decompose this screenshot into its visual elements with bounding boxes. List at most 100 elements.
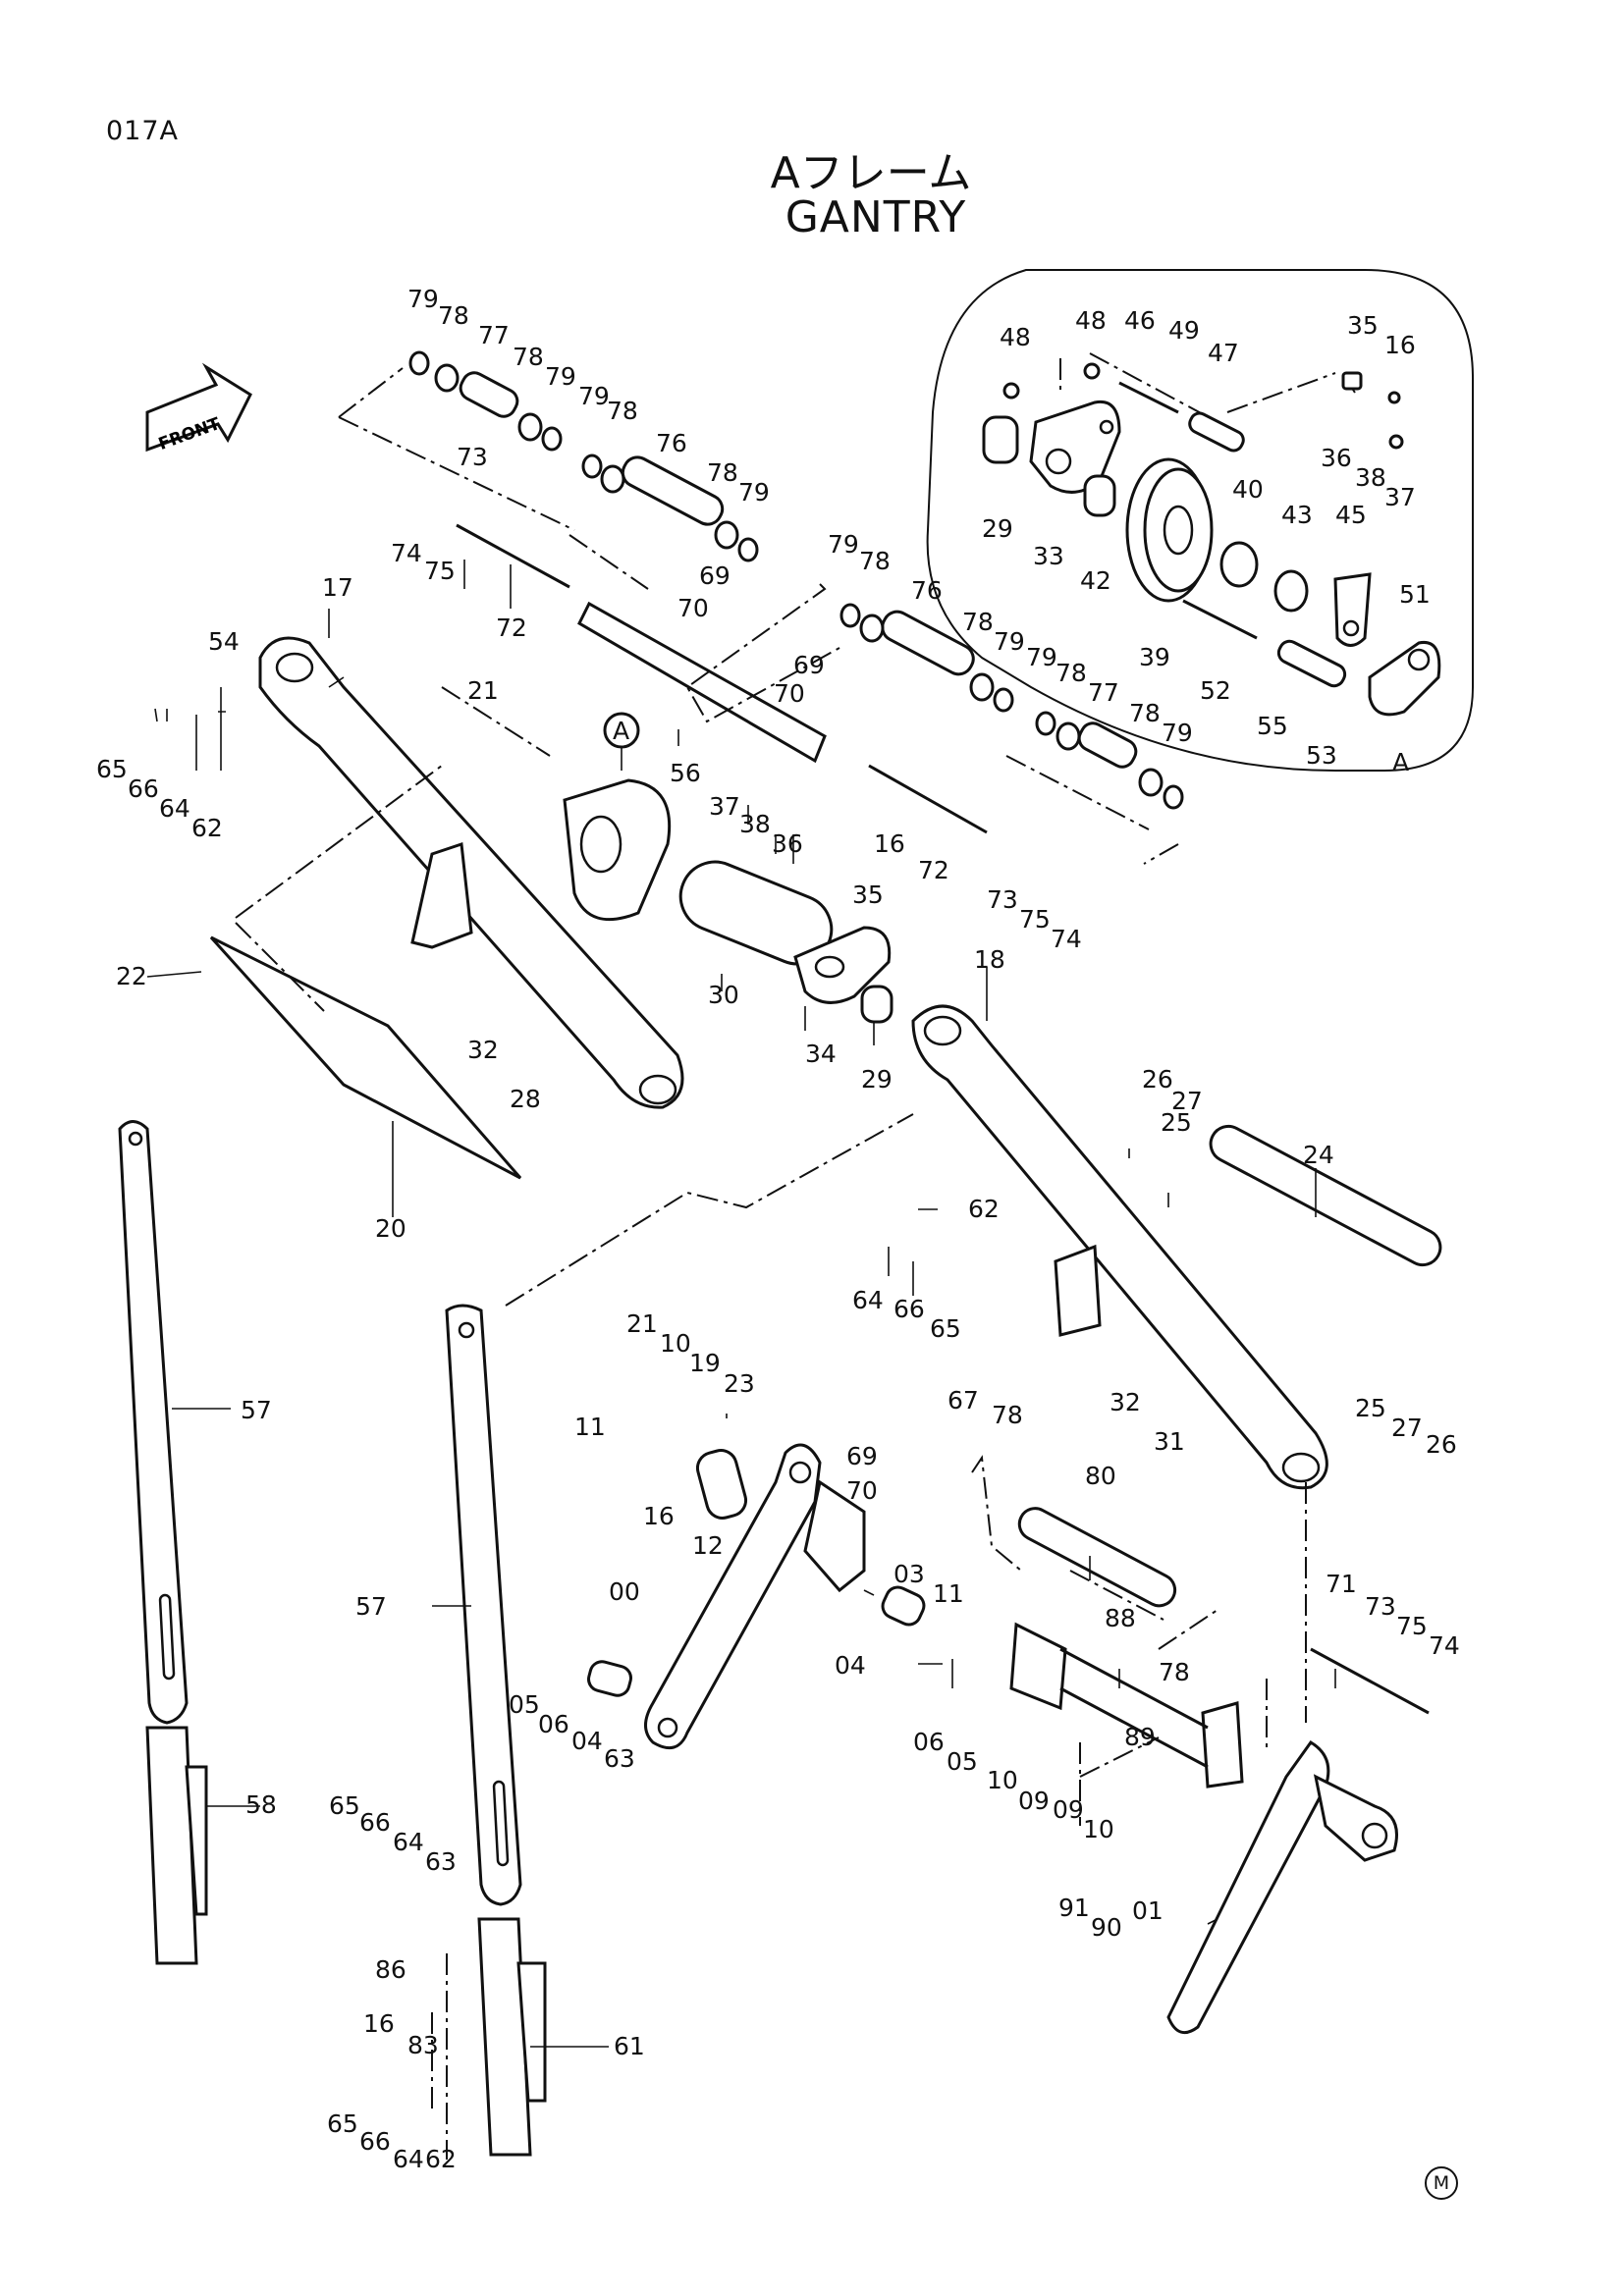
part-label: 78 xyxy=(1129,699,1161,727)
part-label: 53 xyxy=(1306,741,1337,770)
part-label: 31 xyxy=(1154,1427,1185,1456)
part-label: 40 xyxy=(1232,475,1264,504)
detail-a-label: A xyxy=(1392,748,1409,776)
pin-52 xyxy=(1182,599,1258,640)
part-label: 09 xyxy=(1053,1795,1084,1824)
vertical-links xyxy=(118,1120,547,2157)
part-label: 70 xyxy=(774,679,805,708)
part-label: 91 xyxy=(1058,1894,1090,1922)
bearing-43 xyxy=(1273,569,1309,613)
link-58 xyxy=(145,1726,198,1965)
part-label: 21 xyxy=(467,676,499,705)
lower-frame xyxy=(587,1443,1430,2035)
part-label: 22 xyxy=(116,962,147,990)
collar-35-detail xyxy=(1341,371,1363,391)
part-label: 29 xyxy=(861,1065,893,1094)
copyright-mark: M xyxy=(1425,2166,1458,2200)
part-label: 00 xyxy=(609,1577,640,1606)
part-label: 37 xyxy=(1384,483,1416,511)
collar-76-lower xyxy=(881,610,975,676)
part-label: 52 xyxy=(1200,676,1231,705)
part-label: 17 xyxy=(322,573,353,602)
part-label: 65 xyxy=(327,2109,358,2138)
part-label: 79 xyxy=(578,382,610,410)
part-label: 35 xyxy=(1347,311,1379,340)
part-label: 45 xyxy=(1335,501,1367,529)
part-label: 58 xyxy=(245,1790,277,1819)
part-label: 78 xyxy=(962,608,994,636)
gantry-arm-17 xyxy=(258,636,684,1109)
part-label: 56 xyxy=(670,759,701,787)
part-label: 78 xyxy=(859,547,891,575)
part-label: 88 xyxy=(1105,1604,1136,1632)
leader-lines xyxy=(146,560,1336,2048)
part-label: 05 xyxy=(947,1747,978,1776)
part-label: 78 xyxy=(707,458,738,487)
part-label: 79 xyxy=(407,285,439,313)
part-label: 66 xyxy=(359,2127,391,2156)
part-label: 12 xyxy=(692,1531,724,1560)
part-label: 10 xyxy=(660,1329,691,1358)
title-english: GANTRY xyxy=(785,192,967,242)
part-label: 47 xyxy=(1208,339,1239,367)
part-label: 36 xyxy=(772,829,803,858)
part-label: 74 xyxy=(1429,1631,1460,1660)
part-label: 75 xyxy=(1019,905,1051,934)
tube-24 xyxy=(1209,1124,1442,1267)
part-label: 20 xyxy=(375,1214,406,1243)
part-label: 03 xyxy=(893,1560,925,1588)
part-label: 78 xyxy=(607,397,638,425)
pin-47 xyxy=(1188,411,1245,453)
part-label: 32 xyxy=(467,1036,499,1064)
part-label: 42 xyxy=(1080,566,1111,595)
part-label: 69 xyxy=(793,651,825,679)
part-label: 10 xyxy=(1083,1815,1114,1843)
part-label: 71 xyxy=(1326,1570,1357,1598)
part-label: 80 xyxy=(1085,1462,1116,1490)
part-label: 05 xyxy=(509,1690,540,1719)
link-57-left xyxy=(118,1120,189,1725)
bushing-29-detail xyxy=(982,415,1019,464)
part-label: 76 xyxy=(656,429,687,457)
part-label: 19 xyxy=(689,1349,721,1377)
part-label: 23 xyxy=(724,1369,755,1398)
part-label: 29 xyxy=(982,514,1013,543)
pin-72-upper xyxy=(456,523,570,589)
part-label: 69 xyxy=(846,1442,878,1470)
part-label: 79 xyxy=(545,362,576,391)
tube-80 xyxy=(1017,1507,1177,1608)
link-57-middle xyxy=(445,1304,522,1906)
part-label: 21 xyxy=(626,1309,658,1338)
part-label: 04 xyxy=(571,1727,603,1755)
part-label: 66 xyxy=(128,774,159,803)
part-label: 76 xyxy=(911,576,943,605)
plate-20 xyxy=(209,935,522,1180)
part-label: 62 xyxy=(968,1195,1000,1223)
gantry-frames xyxy=(209,601,1442,1490)
part-label: 72 xyxy=(496,614,527,642)
part-label: 83 xyxy=(407,2031,439,2059)
part-label: 35 xyxy=(852,881,884,909)
part-label: 30 xyxy=(708,981,739,1009)
part-label: 16 xyxy=(363,2009,395,2038)
collar-77-lower xyxy=(1077,721,1138,769)
part-label: 70 xyxy=(677,594,709,622)
part-label: 26 xyxy=(1142,1065,1173,1094)
part-label: 66 xyxy=(359,1808,391,1837)
part-label: 09 xyxy=(1018,1787,1050,1815)
pin-63-upper xyxy=(587,1660,632,1697)
part-label: 01 xyxy=(1132,1896,1164,1925)
part-label: 48 xyxy=(1075,306,1107,335)
part-label: 65 xyxy=(96,755,128,783)
part-label: 36 xyxy=(1321,444,1352,472)
part-label: 78 xyxy=(992,1401,1023,1429)
part-label: 06 xyxy=(913,1728,945,1756)
part-label: 63 xyxy=(425,1847,457,1876)
view-marker-label: A xyxy=(613,717,629,745)
part-label: 79 xyxy=(994,627,1025,656)
part-label: 28 xyxy=(510,1085,541,1113)
part-label: 32 xyxy=(1110,1388,1141,1416)
part-label: 69 xyxy=(699,561,731,590)
pin-53 xyxy=(1276,639,1347,688)
part-label: 79 xyxy=(1026,643,1057,671)
